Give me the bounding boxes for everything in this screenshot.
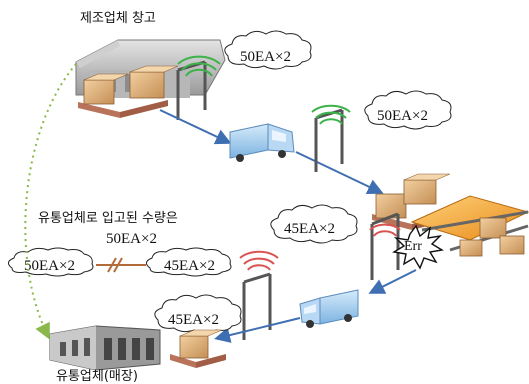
mismatch-link [96,257,146,273]
flow-arrow-3 [368,269,417,294]
cloud-4-right-text: 45EA×2 [164,258,215,274]
cloud-5-text: 45EA×2 [168,312,219,328]
red-wave-1 [369,223,401,237]
flow-arrow-2 [295,151,384,195]
flow-arrow-4 [214,317,301,343]
delivery-truck-1 [229,123,295,162]
cloud-3-text: 45EA×2 [284,221,335,237]
cloud-label-3: 45EA×2 [270,204,358,244]
red-wave-2 [239,250,279,271]
delivery-truck-2 [299,289,359,328]
cloud-1-text: 50EA×2 [240,49,291,65]
note-line-1: 유통업체로 입고된 수량은 [38,211,178,226]
cloud-label-5: 45EA×2 [154,294,242,334]
error-burst: Err [392,224,444,270]
dotted-return-path [24,63,77,340]
receiving-pallet-boxes [372,173,451,230]
comparison-cloud-right: 45EA×2 [146,247,232,277]
factory-label: 제조업체 창고 [80,11,156,26]
cloud-label-2: 50EA×2 [364,90,452,130]
store-building [49,325,161,371]
rfid-gate-4 [242,272,272,340]
green-wave-1 [177,55,221,77]
green-wave-2 [311,104,351,125]
cloud-2-text: 50EA×2 [377,108,428,124]
sorting-conveyor [410,195,529,257]
cloud-4-left-text: 50EA×2 [24,258,75,274]
error-text: Err [404,239,422,254]
factory-pallet-boxes [78,65,179,118]
comparison-cloud-left: 50EA×2 [8,247,94,277]
flow-arrow-1 [159,109,232,145]
store-pallet-boxes [170,329,226,368]
store-label: 유통업체(매장) [56,369,138,384]
note-line-2: 50EA×2 [106,231,157,247]
rfid-gate-3 [370,212,400,280]
rfid-gate-2 [314,108,344,172]
cloud-label-1: 50EA×2 [224,30,312,70]
